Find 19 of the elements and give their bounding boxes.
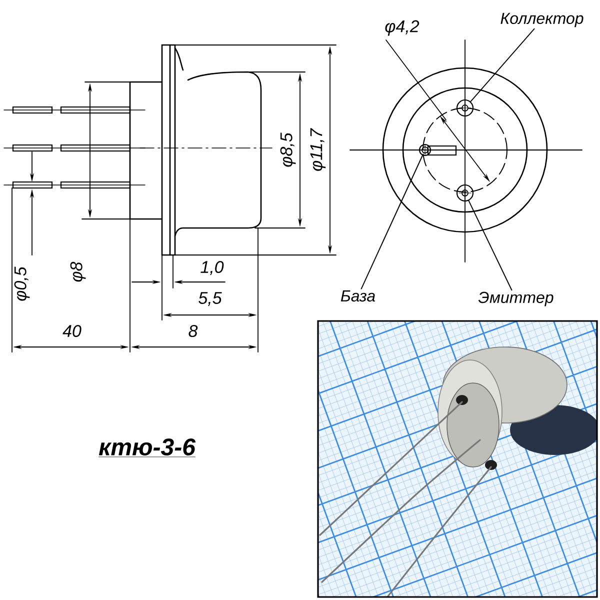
dimension-label: φ4,2 (385, 20, 420, 36)
dimension-label: φ8,5 (280, 132, 296, 167)
pin-label: Эмиттер (478, 292, 554, 306)
lead-pin (418, 144, 432, 156)
pin-label: База (340, 290, 376, 302)
dimension-label: 8 (188, 325, 198, 338)
leader-line (468, 200, 512, 291)
dimension-label: 1,0 (200, 260, 224, 276)
leader-line (470, 28, 535, 102)
lead-pin (456, 99, 474, 117)
dimension-label: 5,5 (198, 292, 222, 306)
pin-label: Коллектор (500, 12, 584, 28)
title: ктю-3-6 (98, 438, 196, 458)
lead-pin (456, 184, 474, 202)
leader-line (360, 155, 423, 290)
dimension-label: φ11,7 (310, 128, 326, 171)
dimension-label: φ0,5 (14, 266, 30, 301)
dimension-label: φ8 (70, 262, 86, 282)
dimension-label: 40 (62, 324, 82, 338)
